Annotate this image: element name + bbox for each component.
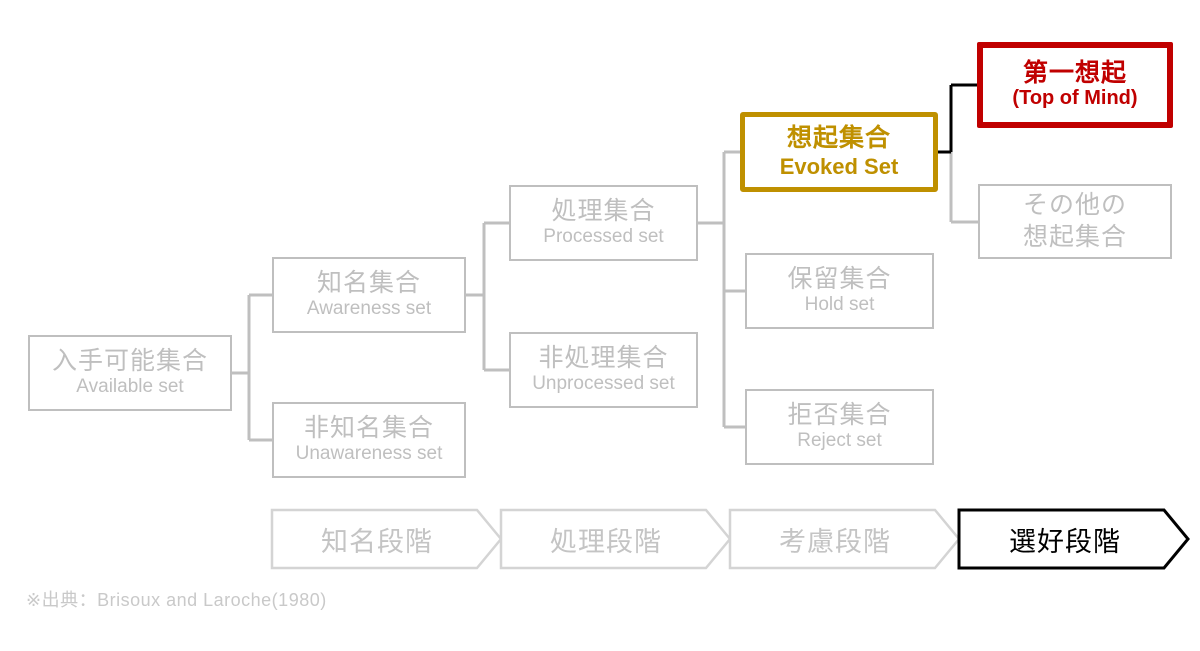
node-reject-set[interactable]: 拒否集合 Reject set bbox=[745, 389, 934, 465]
stage-arrow-awareness[interactable] bbox=[270, 508, 503, 570]
node-unprocessed-set-en: Unprocessed set bbox=[532, 373, 675, 395]
node-hold-set-jp: 保留集合 bbox=[787, 265, 892, 294]
connector-awareness-to-processed-group bbox=[466, 221, 509, 372]
node-top-of-mind[interactable]: 第一想起 (Top of Mind) bbox=[977, 42, 1173, 128]
node-unawareness-set-jp: 非知名集合 bbox=[303, 414, 434, 443]
node-other-evoked-set-jp-line1: その他の bbox=[1022, 191, 1127, 220]
stage-arrow-consideration[interactable] bbox=[728, 508, 961, 570]
node-unawareness-set[interactable]: 非知名集合 Unawareness set bbox=[272, 402, 466, 478]
stage-arrow-preference[interactable] bbox=[957, 508, 1190, 570]
stage-arrow-processing[interactable] bbox=[499, 508, 732, 570]
node-awareness-set-jp: 知名集合 bbox=[316, 269, 421, 298]
connector-evoked-to-top-of-mind bbox=[938, 83, 978, 154]
node-unprocessed-set[interactable]: 非処理集合 Unprocessed set bbox=[509, 332, 698, 408]
node-other-evoked-set-jp-line2: 想起集合 bbox=[1022, 222, 1127, 251]
node-unawareness-set-en: Unawareness set bbox=[295, 443, 443, 465]
connector-processed-to-evoked-group bbox=[698, 150, 745, 429]
node-available-set[interactable]: 入手可能集合 Available set bbox=[28, 335, 232, 411]
node-awareness-set[interactable]: 知名集合 Awareness set bbox=[272, 257, 466, 333]
node-evoked-set-en: Evoked Set bbox=[779, 154, 899, 180]
node-processed-set-jp: 処理集合 bbox=[551, 197, 656, 226]
node-hold-set[interactable]: 保留集合 Hold set bbox=[745, 253, 934, 329]
connector-available-to-awareness-group bbox=[232, 293, 272, 442]
node-top-of-mind-en: (Top of Mind) bbox=[1012, 87, 1138, 110]
node-other-evoked-set[interactable]: その他の 想起集合 bbox=[978, 184, 1172, 259]
node-reject-set-en: Reject set bbox=[797, 430, 882, 452]
node-processed-set[interactable]: 処理集合 Processed set bbox=[509, 185, 698, 261]
node-awareness-set-en: Awareness set bbox=[306, 298, 432, 320]
node-processed-set-en: Processed set bbox=[543, 226, 664, 248]
node-available-set-en: Available set bbox=[76, 376, 184, 398]
node-reject-set-jp: 拒否集合 bbox=[787, 401, 892, 430]
node-evoked-set-jp: 想起集合 bbox=[786, 124, 891, 153]
node-hold-set-en: Hold set bbox=[804, 294, 875, 316]
node-top-of-mind-jp: 第一想起 bbox=[1022, 59, 1127, 88]
node-evoked-set[interactable]: 想起集合 Evoked Set bbox=[740, 112, 938, 192]
connector-evoked-to-others bbox=[949, 152, 978, 224]
node-unprocessed-set-jp: 非処理集合 bbox=[538, 344, 669, 373]
node-available-set-jp: 入手可能集合 bbox=[51, 347, 208, 376]
source-note: ※出典：Brisoux and Laroche(1980) bbox=[26, 590, 327, 610]
